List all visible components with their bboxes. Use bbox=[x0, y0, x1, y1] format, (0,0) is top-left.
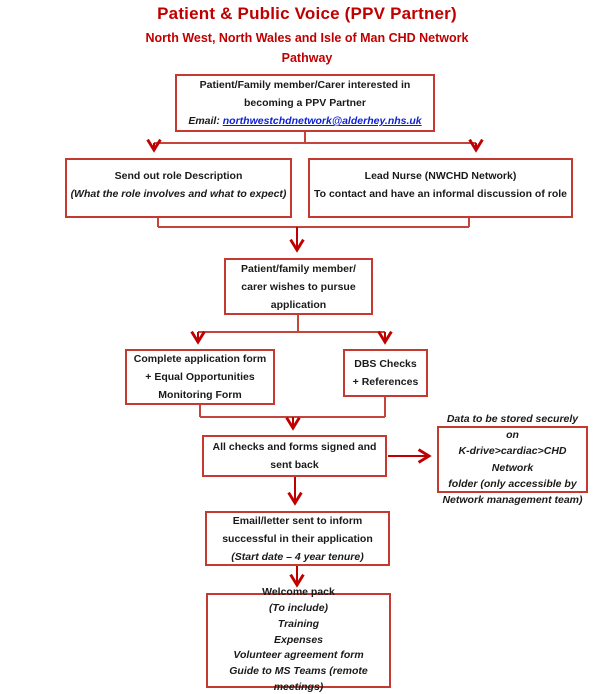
flow-box-checks-returned: All checks and forms signed and sent bac… bbox=[202, 435, 387, 477]
box-text-line: Lead Nurse (NWCHD Network) bbox=[364, 170, 517, 182]
flow-box-data-storage: Data to be stored securely on K-drive>ca… bbox=[437, 413, 588, 506]
flow-box-lead-nurse: Lead Nurse (NWCHD Network) To contact an… bbox=[308, 158, 573, 218]
flow-box-application-form: Complete application form + Equal Opport… bbox=[125, 349, 275, 405]
box-text-line: carer wishes to pursue bbox=[241, 280, 356, 293]
box-text-line: Data to be stored securely on bbox=[446, 412, 579, 442]
flow-box-role-description: Send out role Description (What the role… bbox=[65, 158, 292, 218]
box-text-line: Send out role Description bbox=[114, 170, 243, 182]
box-text-line: DBS Checks bbox=[354, 358, 417, 370]
box-text-line: Patient/family member/ bbox=[241, 262, 356, 275]
box-text-line: Complete application form bbox=[133, 353, 267, 365]
flow-box-welcome-pack: Welcome pack (To include) Training Expen… bbox=[206, 586, 391, 693]
box-text-line: Network management team) bbox=[442, 493, 583, 506]
box-text-line: folder (only accessible by bbox=[448, 477, 577, 490]
box-text-line: + References bbox=[352, 376, 419, 388]
flow-box-outcome: Email/letter sent to inform successful i… bbox=[205, 511, 390, 566]
flow-box-dbs-checks: DBS Checks + References bbox=[343, 349, 428, 397]
box-text-line: Email/letter sent to inform bbox=[232, 514, 363, 527]
box-text-line: successful in their application bbox=[222, 532, 373, 545]
box-text-line: Training bbox=[277, 617, 320, 630]
flow-box-pursue-application: Patient/family member/ carer wishes to p… bbox=[224, 258, 373, 315]
box-text-line: Guide to MS Teams (remote meetings) bbox=[229, 665, 368, 693]
page-title: Patient & Public Voice (PPV Partner) bbox=[157, 4, 457, 23]
page-subtitle-line1: North West, North Wales and Isle of Man … bbox=[145, 31, 469, 45]
box-text-line: Patient/Family member/Carer interested i… bbox=[199, 79, 411, 91]
email-link[interactable]: northwestchdnetwork@alderhey.nhs.uk bbox=[222, 115, 422, 127]
flow-box-intake: Patient/Family member/Carer interested i… bbox=[175, 74, 435, 132]
box-text-line: Monitoring Form bbox=[158, 389, 242, 401]
box-text-line: sent back bbox=[270, 459, 319, 471]
box-text-line: + Equal Opportunities bbox=[145, 371, 255, 383]
box-text-line: becoming a PPV Partner bbox=[244, 97, 366, 109]
page-subtitle-line2: Pathway bbox=[281, 51, 333, 65]
box-text-line: application bbox=[270, 298, 327, 311]
box-text-line: (What the role involves and what to expe… bbox=[70, 188, 287, 200]
box-text-line: Volunteer agreement form bbox=[233, 649, 364, 662]
box-text-line: K-drive>cardiac>CHD Network bbox=[458, 445, 567, 474]
box-text-line: Expenses bbox=[273, 633, 324, 646]
box-text-line: To contact and have an informal discussi… bbox=[313, 188, 567, 200]
box-text-line: Welcome pack bbox=[262, 586, 335, 599]
box-text-line: Email: northwestchdnetwork@alderhey.nhs.… bbox=[177, 112, 433, 130]
box-text-line: (To include) bbox=[268, 602, 329, 615]
email-label: Email: bbox=[188, 115, 223, 127]
box-text-line: (Start date – 4 year tenure) bbox=[231, 550, 364, 563]
box-text-line: All checks and forms signed and bbox=[212, 441, 377, 453]
